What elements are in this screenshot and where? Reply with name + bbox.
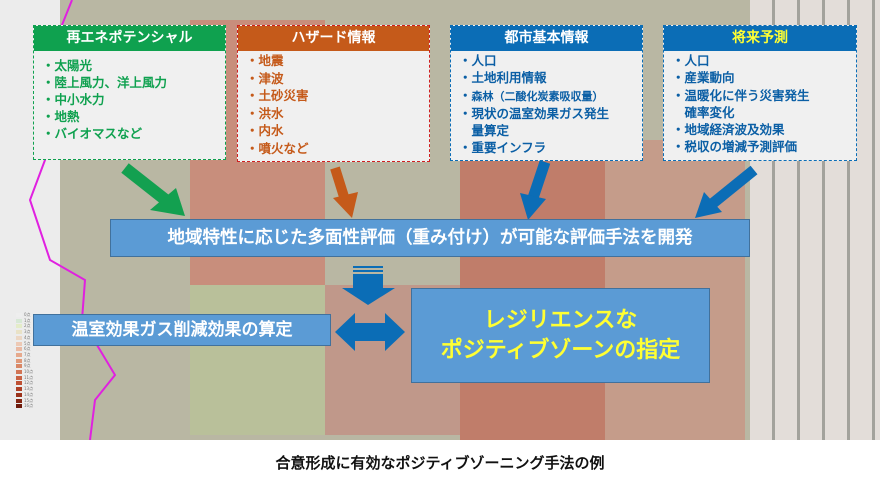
arrow-blue-1	[520, 160, 551, 220]
list-item: 土砂災害	[246, 87, 429, 105]
legend-item: 3点	[16, 329, 33, 335]
legend-label: 2点	[24, 323, 31, 329]
legend-label: 16点	[24, 403, 34, 409]
legend-item: 2点	[16, 323, 33, 329]
flow-arrows	[121, 160, 758, 351]
legend-item: 14点	[16, 392, 33, 398]
legend-item: 13点	[16, 386, 33, 392]
list-item: 洪水	[246, 105, 429, 123]
legend-label: 4点	[24, 334, 31, 340]
list-item: 津波	[246, 70, 429, 88]
legend-swatch	[16, 404, 22, 409]
box-title: 都市基本情報	[451, 26, 642, 51]
legend-swatch	[16, 335, 22, 340]
legend-swatch	[16, 392, 22, 397]
list-item: 量算定	[471, 123, 510, 139]
legend-label: 8点	[24, 357, 31, 363]
legend-item: 16点	[16, 403, 33, 409]
list-item: 重要インフラ	[459, 139, 642, 156]
legend-label: 10点	[24, 369, 34, 375]
legend-label: 0点	[24, 312, 31, 317]
legend-item: 15点	[16, 398, 33, 404]
legend-swatch	[16, 364, 22, 369]
legend-swatch	[16, 381, 22, 386]
legend-label: 6点	[24, 346, 31, 352]
legend-item: 6点	[16, 346, 33, 352]
arrow-blue-2	[695, 165, 758, 218]
zone-line-1: レジリエンスな	[483, 308, 638, 333]
legend-item: 7点	[16, 352, 33, 358]
legend-swatch	[16, 358, 22, 363]
legend-swatch	[16, 387, 22, 392]
legend-label: 1点	[24, 317, 31, 323]
figure-caption: 合意形成に有効なポジティブゾーニング手法の例	[275, 454, 605, 472]
list-item: 税収の増減予測評価	[672, 138, 856, 155]
legend-swatch	[16, 352, 22, 357]
legend-label: 9点	[24, 363, 31, 369]
positive-zone-box: レジリエンスな ポジティブゾーンの指定	[411, 288, 710, 383]
future-forecast-box: 将来予測 人口 産業動向 温暖化に伴う災害発生 確率変化 地域経済波及効果 税収…	[663, 25, 857, 161]
legend-item: 11点	[16, 375, 33, 381]
legend-label: 13点	[24, 386, 34, 392]
legend-swatch	[16, 330, 22, 335]
legend-item: 8点	[16, 358, 33, 364]
legend-swatch	[16, 318, 22, 323]
legend-swatch	[16, 375, 22, 380]
legend-item: 5点	[16, 341, 33, 347]
legend-swatch	[16, 347, 22, 352]
list-item: 土地利用情報	[459, 69, 642, 86]
list-item: 噴火など	[246, 140, 429, 158]
urban-info-box: 都市基本情報 人口 土地利用情報 森林（二酸化炭素吸収量） 現状の温室効果ガス発…	[450, 25, 643, 161]
legend-item: 10点	[16, 369, 33, 375]
legend-item: 1点	[16, 318, 33, 324]
list-item: 陸上風力、洋上風力	[42, 74, 225, 91]
ghg-reduction-box: 温室効果ガス削減効果の算定	[33, 314, 331, 346]
legend-swatch	[16, 313, 22, 317]
legend-label: 11点	[24, 374, 34, 380]
list-item: バイオマスなど	[42, 125, 225, 142]
list-item: 地熱	[42, 108, 225, 125]
list-item: 現状の温室効果ガス発生	[459, 105, 642, 122]
box-title: ハザード情報	[238, 26, 429, 51]
legend-item: 0点	[16, 312, 33, 318]
box-title: 将来予測	[664, 26, 856, 51]
renewable-potential-box: 再エネポテンシャル 太陽光 陸上風力、洋上風力 中小水力 地熱 バイオマスなど	[33, 25, 226, 160]
list-item: 人口	[459, 52, 642, 69]
legend-item: 12点	[16, 380, 33, 386]
list-item: 人口	[672, 52, 856, 69]
double-arrow	[335, 313, 405, 351]
arrow-down	[342, 266, 395, 305]
list-item: 太陽光	[42, 57, 225, 74]
legend-swatch	[16, 370, 22, 375]
legend-swatch	[16, 341, 22, 346]
list-item: 産業動向	[672, 69, 856, 86]
legend-label: 5点	[24, 340, 31, 346]
box-title: 再エネポテンシャル	[34, 26, 225, 51]
arrow-orange	[330, 166, 358, 218]
list-item: 確率変化	[684, 104, 735, 120]
zone-line-2: ポジティブゾーンの指定	[440, 338, 681, 363]
list-item: 森林（二酸化炭素吸収量）	[459, 87, 642, 105]
legend-label: 14点	[24, 391, 34, 397]
legend-label: 3点	[24, 329, 31, 335]
arrow-green	[121, 163, 185, 216]
legend-label: 15点	[24, 397, 34, 403]
legend-label: 7点	[24, 351, 31, 357]
list-item: 内水	[246, 122, 429, 140]
legend-swatch	[16, 324, 22, 329]
list-item: 温暖化に伴う災害発生	[672, 87, 856, 104]
legend-item: 4点	[16, 335, 33, 341]
legend-swatch	[16, 398, 22, 403]
legend-label: 12点	[24, 380, 34, 386]
list-item: 地域経済波及効果	[672, 121, 856, 138]
hazard-info-box: ハザード情報 地震 津波 土砂災害 洪水 内水 噴火など	[237, 25, 430, 162]
list-item: 中小水力	[42, 91, 225, 108]
evaluation-method-bar: 地域特性に応じた多面性評価（重み付け）が可能な評価手法を開発	[110, 219, 750, 257]
list-item: 地震	[246, 52, 429, 70]
legend-item: 9点	[16, 363, 33, 369]
